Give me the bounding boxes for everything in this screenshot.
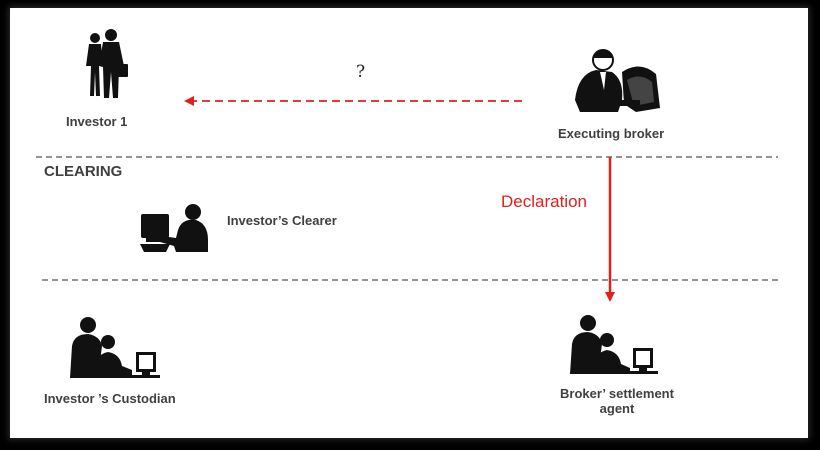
investors-custodian-label: Investor ’s Custodian xyxy=(44,391,176,406)
executing-broker-icon xyxy=(575,49,660,112)
investors-custodian-icon xyxy=(70,317,160,378)
clearing-section-label: CLEARING xyxy=(44,163,123,180)
executing-broker-label: Executing broker xyxy=(558,126,665,141)
investor-couple-icon xyxy=(86,29,128,98)
investors-clearer-label: Investor’s Clearer xyxy=(227,213,337,228)
brokers-settlement-agent-label-line1: Broker’ settlement xyxy=(560,386,674,401)
brokers-settlement-agent-label: Broker’ settlement agent xyxy=(552,386,682,416)
investor-1-label: Investor 1 xyxy=(66,114,128,129)
declaration-label: Declaration xyxy=(501,192,587,211)
query-label: ? xyxy=(356,62,366,82)
investors-clearer-icon xyxy=(140,204,208,252)
brokers-settlement-agent-icon xyxy=(570,315,658,374)
brokers-settlement-agent-label-line2: agent xyxy=(599,401,635,416)
